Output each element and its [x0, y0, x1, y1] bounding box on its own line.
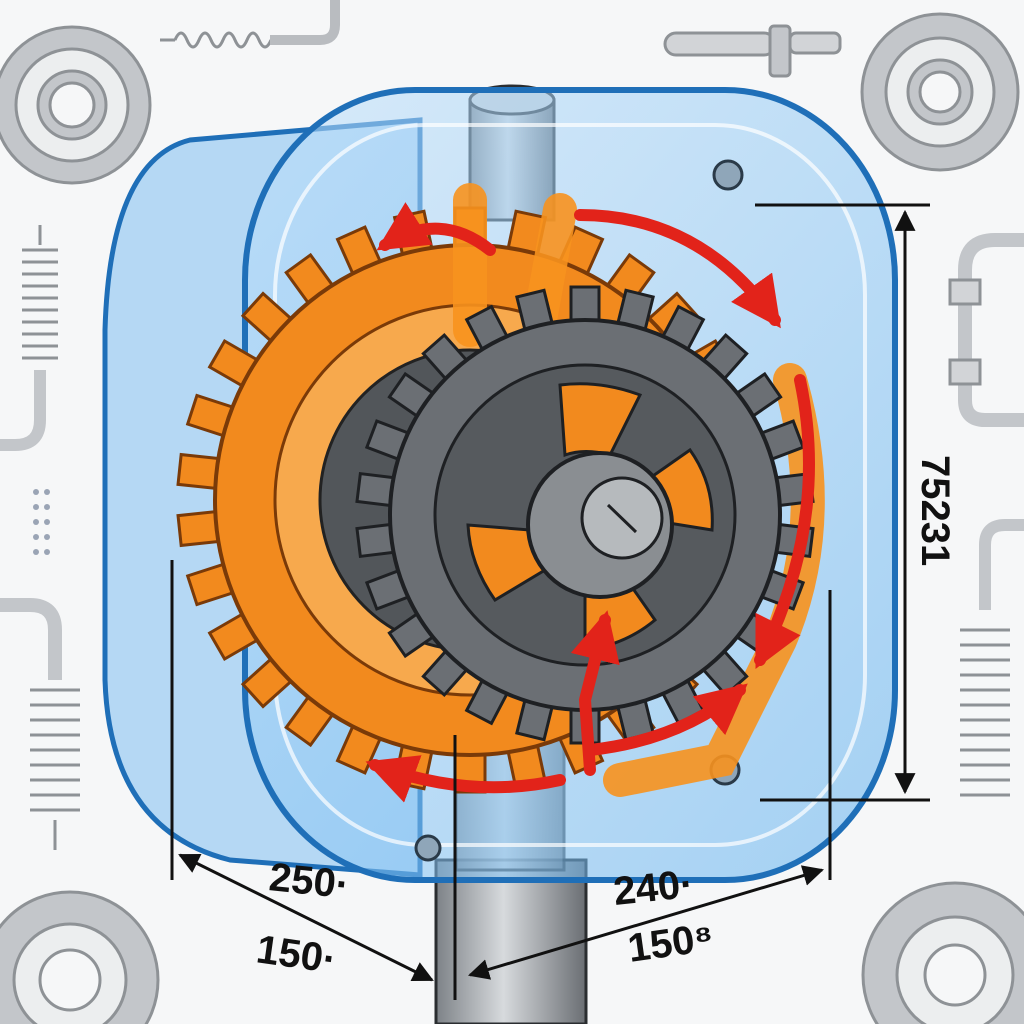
flow-arrow: [584, 683, 748, 756]
left-upper-label: 250·: [267, 855, 351, 907]
height-label: 75231: [913, 455, 957, 566]
dimension-lines: [170, 203, 930, 1000]
flow-arrow: [754, 374, 815, 670]
flow-arrows: [365, 202, 815, 803]
gear-icon: [861, 881, 1024, 1024]
flow-arrow: [574, 209, 781, 329]
spring-icon: [160, 0, 340, 49]
gear-icon: [0, 890, 160, 1024]
left-lower-label: 150·: [254, 927, 339, 982]
pipe-elbow-icon: [948, 233, 1024, 427]
right-upper-label: 240·: [611, 862, 695, 914]
gear-icon: [0, 25, 152, 185]
dot-grid: [33, 489, 50, 555]
gray-gear: [355, 285, 815, 745]
flow-arrow: [570, 610, 620, 776]
pipe-elbow-icon: [0, 598, 80, 850]
bolt-icon: [663, 24, 842, 78]
spring-icon: [0, 225, 58, 451]
flow-arrow: [376, 202, 496, 256]
spring-icon: [960, 519, 1024, 797]
left-dimension: [178, 853, 434, 982]
flow-arrow: [365, 755, 566, 803]
right-dimension: [467, 865, 825, 980]
gear-icon: [860, 12, 1020, 172]
